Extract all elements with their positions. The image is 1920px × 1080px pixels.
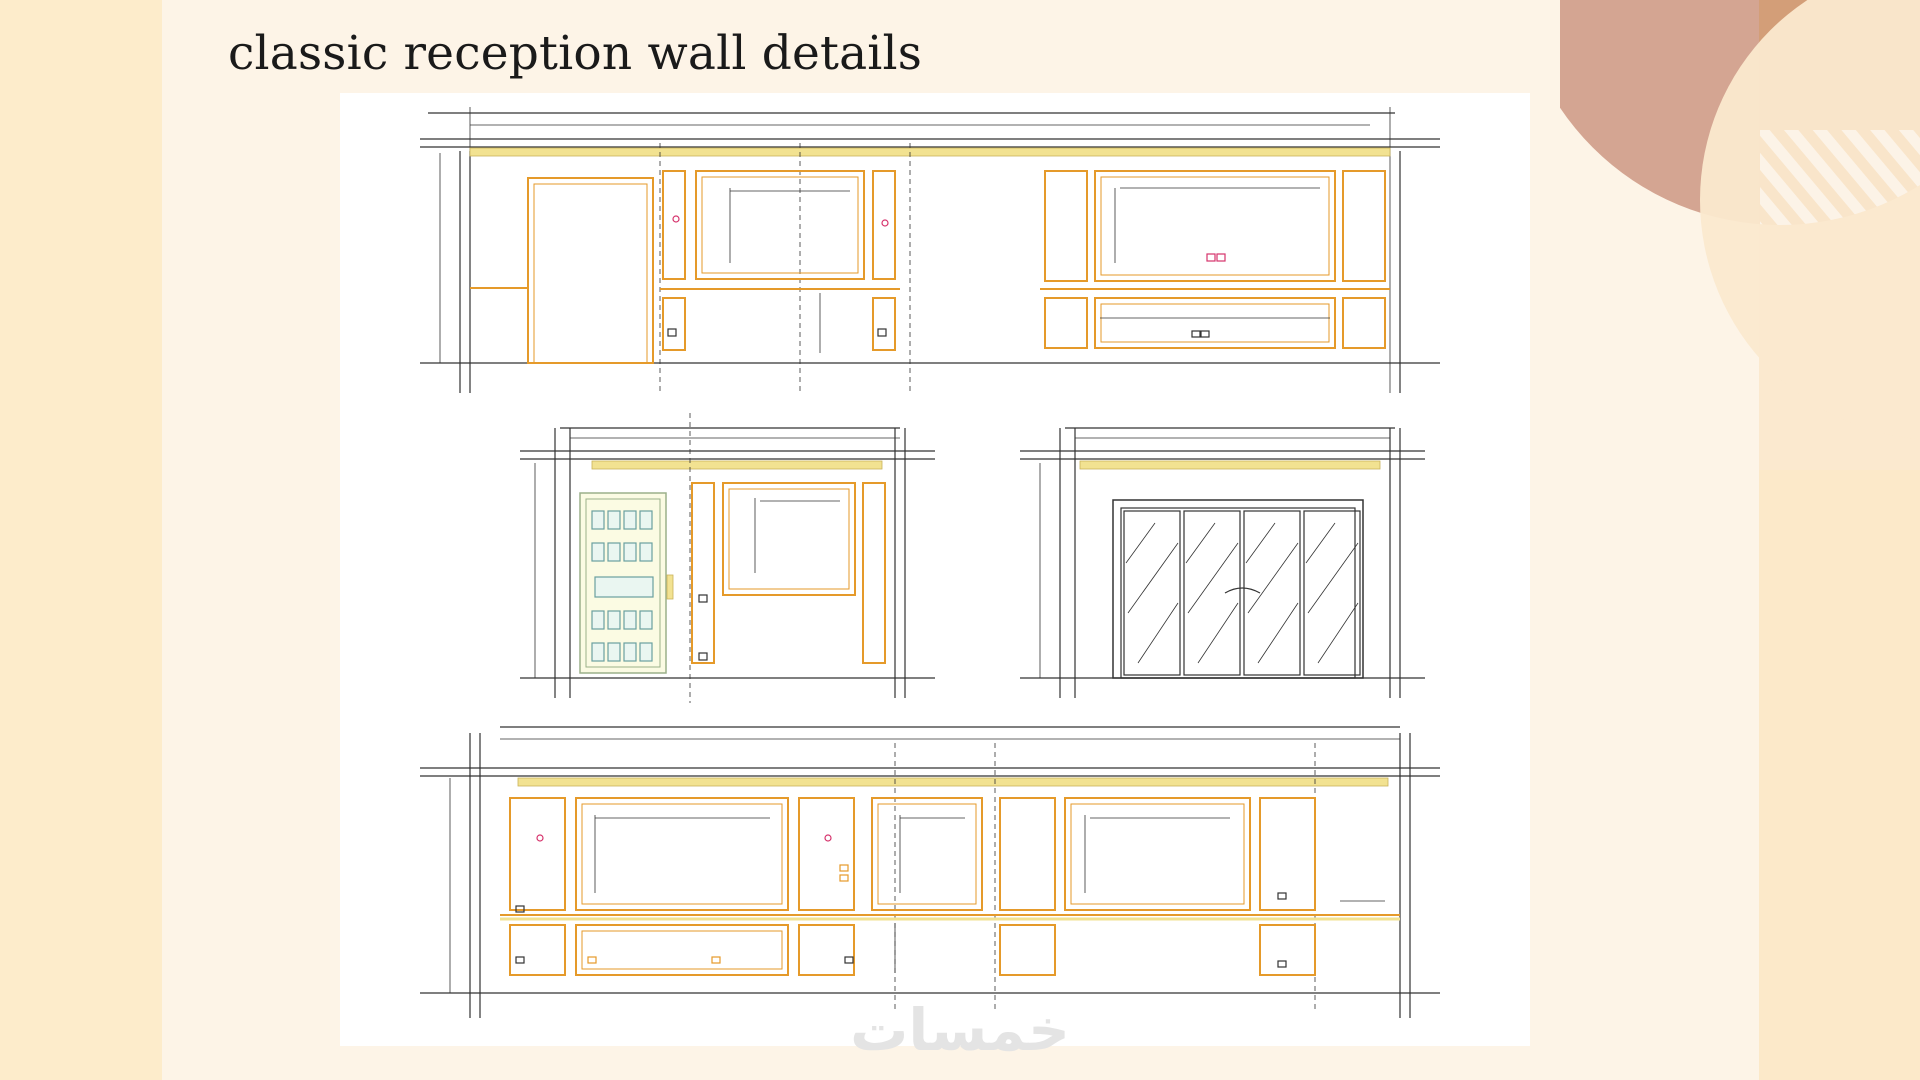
bottom-elevation — [420, 726, 1440, 1018]
middle-left-elevation — [520, 413, 935, 703]
watermark-logo: خمسات — [850, 996, 1070, 1064]
top-elevation — [420, 107, 1440, 393]
middle-right-elevation — [1020, 427, 1425, 698]
decorative-shapes — [1560, 0, 1920, 470]
page-title: classic reception wall details — [228, 26, 923, 81]
drawing-sheet — [340, 93, 1530, 1046]
elevation-drawings — [420, 107, 1440, 1018]
